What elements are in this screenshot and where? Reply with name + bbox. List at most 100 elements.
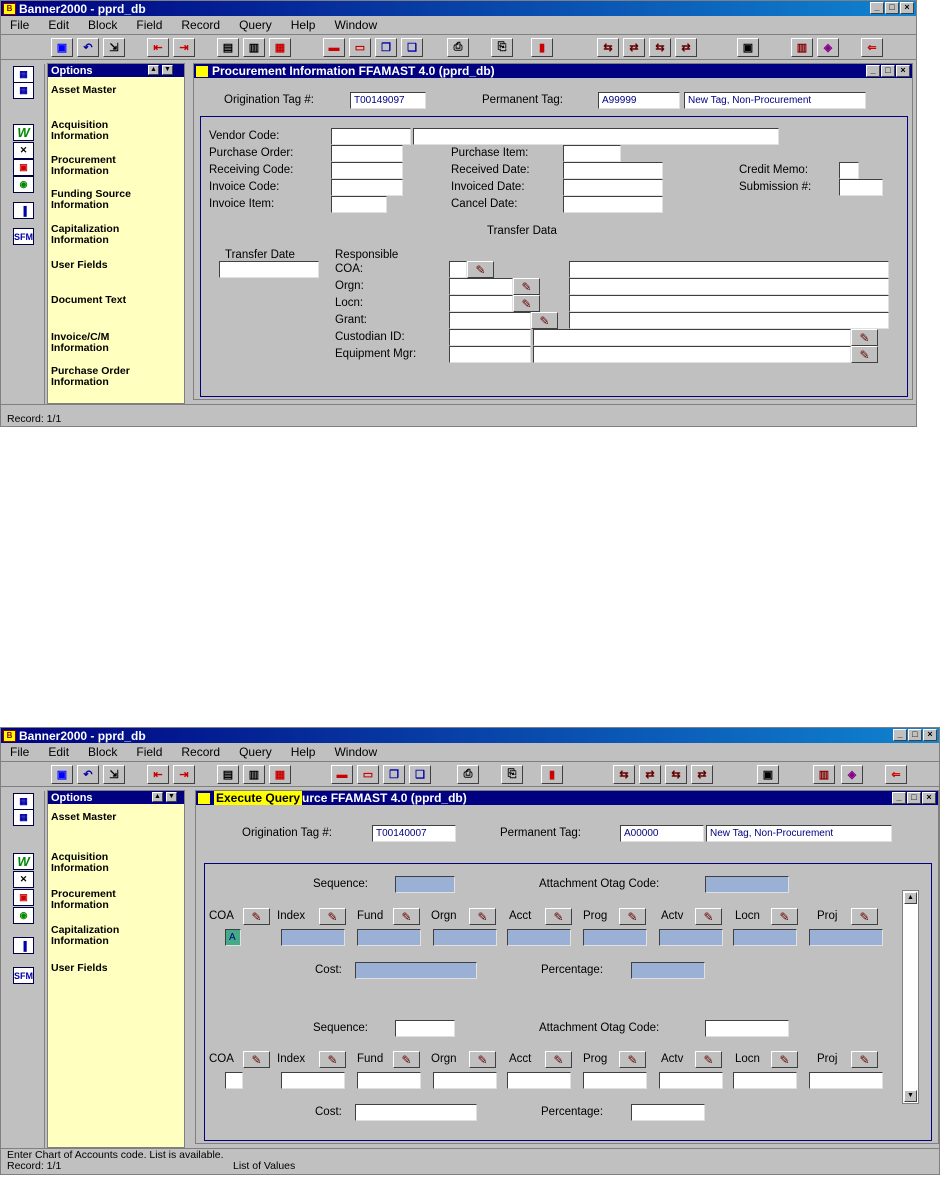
block-icon[interactable]: ▥: [243, 38, 265, 57]
orgn-field[interactable]: [449, 278, 513, 295]
save-icon[interactable]: ▣: [51, 38, 73, 57]
screen-icon[interactable]: ▣: [13, 889, 34, 906]
close-button[interactable]: ×: [923, 729, 937, 741]
grant-field[interactable]: [449, 312, 531, 329]
menu-help[interactable]: Help: [290, 744, 316, 759]
globe-icon[interactable]: ◉: [13, 176, 34, 193]
next-icon[interactable]: ⇥: [173, 38, 195, 57]
options-down-button[interactable]: ▼: [162, 65, 173, 75]
locn-field[interactable]: [733, 1072, 797, 1089]
menu-query[interactable]: Query: [239, 744, 272, 759]
permanent-tag-field[interactable]: A00000: [620, 825, 704, 842]
transfer-date-field[interactable]: [219, 261, 319, 278]
option-capitalization-information[interactable]: Capitalization Information: [51, 223, 120, 246]
query-icon[interactable]: ⇆: [597, 38, 619, 57]
menu-edit[interactable]: Edit: [48, 744, 70, 759]
menu-block[interactable]: Block: [88, 17, 118, 32]
remove-icon[interactable]: ▭: [357, 765, 379, 784]
sfm-icon[interactable]: SFM: [13, 967, 34, 984]
image-icon[interactable]: ◈: [817, 38, 839, 57]
menu-window[interactable]: Window: [334, 744, 378, 759]
w-icon[interactable]: W: [13, 124, 34, 141]
prog-lov-icon[interactable]: ✎: [619, 1051, 646, 1068]
undo-icon[interactable]: ↶: [77, 38, 99, 57]
previous-icon[interactable]: ⇤: [147, 38, 169, 57]
duplicate-icon[interactable]: ❐: [383, 765, 405, 784]
options-up-button[interactable]: ▲: [152, 792, 163, 802]
chart-icon[interactable]: ▮: [531, 38, 553, 57]
option-capitalization-information[interactable]: Capitalization Information: [51, 924, 120, 947]
menu-file[interactable]: File: [10, 744, 30, 759]
custodian-id-field[interactable]: [449, 329, 531, 346]
help-icon[interactable]: ⇐: [885, 765, 907, 784]
proj-field[interactable]: [809, 929, 883, 946]
proj-field[interactable]: [809, 1072, 883, 1089]
menu-window[interactable]: Window: [334, 17, 378, 32]
minimize-button[interactable]: _: [892, 792, 906, 804]
acct-field[interactable]: [507, 1072, 571, 1089]
copy-icon[interactable]: ❏: [401, 38, 423, 57]
credit-memo-field[interactable]: [839, 162, 859, 179]
permanent-tag-field[interactable]: A99999: [598, 92, 680, 109]
menu-record[interactable]: Record: [181, 744, 221, 759]
calculator-icon[interactable]: ▦: [13, 66, 34, 83]
option-user-fields[interactable]: User Fields: [51, 962, 108, 974]
index-lov-icon[interactable]: ✎: [319, 1051, 346, 1068]
close-button[interactable]: ×: [922, 792, 936, 804]
option-procurement-information[interactable]: Procurement Information: [51, 888, 116, 911]
minimize-button[interactable]: _: [893, 729, 907, 741]
minimize-button[interactable]: _: [870, 2, 884, 14]
image-icon[interactable]: ▥: [813, 765, 835, 784]
percentage-field[interactable]: [631, 1104, 705, 1121]
bars-icon[interactable]: ▐: [13, 202, 34, 219]
invoice-code-field[interactable]: [331, 179, 403, 196]
prog-lov-icon[interactable]: ✎: [619, 908, 646, 925]
orgn-field[interactable]: [433, 1072, 497, 1089]
invoice-item-field[interactable]: [331, 196, 387, 213]
remove-icon[interactable]: ▭: [349, 38, 371, 57]
orgn-field[interactable]: [433, 929, 497, 946]
fund-lov-icon[interactable]: ✎: [393, 1051, 420, 1068]
image-icon[interactable]: ◈: [841, 765, 863, 784]
globe-icon[interactable]: ◉: [13, 907, 34, 924]
block-icon[interactable]: ▥: [243, 765, 265, 784]
equipment-mgr-field[interactable]: [449, 346, 531, 363]
received-date-field[interactable]: [563, 162, 663, 179]
query-icon[interactable]: ⇄: [691, 765, 713, 784]
purchase-order-field[interactable]: [331, 145, 403, 162]
coa-lov-icon[interactable]: ✎: [243, 1051, 270, 1068]
proj-lov-icon[interactable]: ✎: [851, 1051, 878, 1068]
index-lov-icon[interactable]: ✎: [319, 908, 346, 925]
options-down-button[interactable]: ▼: [166, 792, 177, 802]
image-icon[interactable]: ▥: [791, 38, 813, 57]
delete-icon[interactable]: ▦: [269, 765, 291, 784]
maximize-button[interactable]: □: [907, 792, 921, 804]
cost-field[interactable]: [355, 962, 477, 979]
maximize-button[interactable]: □: [881, 65, 895, 77]
option-acquisition-information[interactable]: Acquisition Information: [51, 119, 109, 142]
grant-lov-icon[interactable]: ✎: [531, 312, 558, 329]
locn-lov-icon[interactable]: ✎: [513, 295, 540, 312]
option-procurement-information[interactable]: Procurement Information: [51, 154, 116, 177]
maximize-button[interactable]: □: [908, 729, 922, 741]
actv-field[interactable]: [659, 929, 723, 946]
menu-help[interactable]: Help: [290, 17, 316, 32]
cancel-date-field[interactable]: [563, 196, 663, 213]
invoiced-date-field[interactable]: [563, 179, 663, 196]
copy-icon[interactable]: ❏: [409, 765, 431, 784]
option-funding-source-information[interactable]: Funding Source Information: [51, 188, 131, 211]
receiving-code-field[interactable]: [331, 162, 403, 179]
sequence-field[interactable]: [395, 876, 455, 893]
prog-field[interactable]: [583, 1072, 647, 1089]
help-icon[interactable]: ⇐: [861, 38, 883, 57]
attachment-otag-field[interactable]: [705, 876, 789, 893]
menu-block[interactable]: Block: [88, 744, 118, 759]
option-document-text[interactable]: Document Text: [51, 294, 127, 306]
insert-icon[interactable]: ▬: [323, 38, 345, 57]
query-icon[interactable]: ⇆: [665, 765, 687, 784]
option-asset-master[interactable]: Asset Master: [51, 811, 117, 823]
maximize-button[interactable]: □: [885, 2, 899, 14]
prog-field[interactable]: [583, 929, 647, 946]
menu-field[interactable]: Field: [136, 17, 163, 32]
fund-field[interactable]: [357, 929, 421, 946]
